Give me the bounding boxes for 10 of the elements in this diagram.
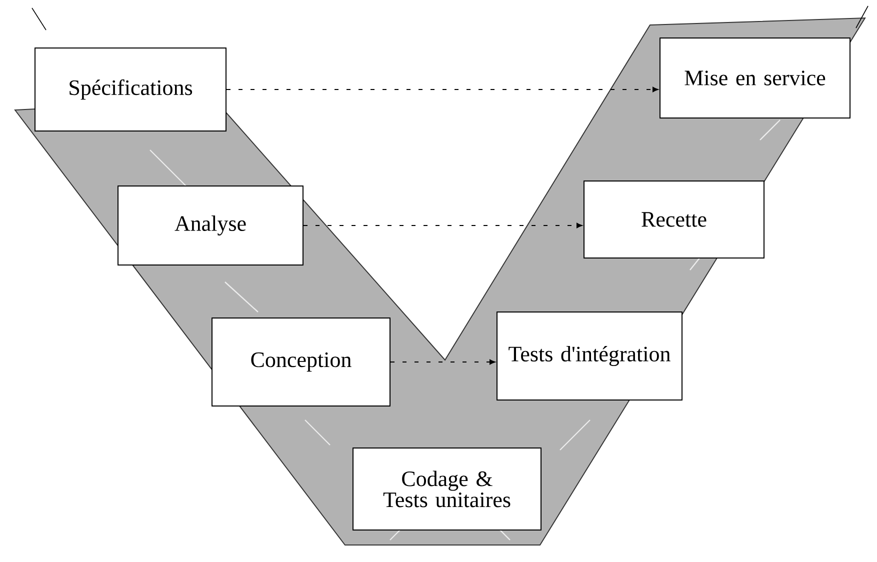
stage-box: Spécifications [34, 48, 226, 132]
arrow [303, 222, 582, 228]
stage-box: Mise en service [660, 38, 851, 118]
stage-box: Recette [584, 180, 765, 258]
stage-box: Codage & Tests unitaires [352, 448, 542, 530]
stage-box: Tests d'intégration [496, 312, 682, 400]
stage-box: Conception [212, 318, 390, 406]
stage-box: Analyse [118, 186, 304, 266]
arrow [226, 86, 658, 92]
arrow [390, 359, 496, 365]
